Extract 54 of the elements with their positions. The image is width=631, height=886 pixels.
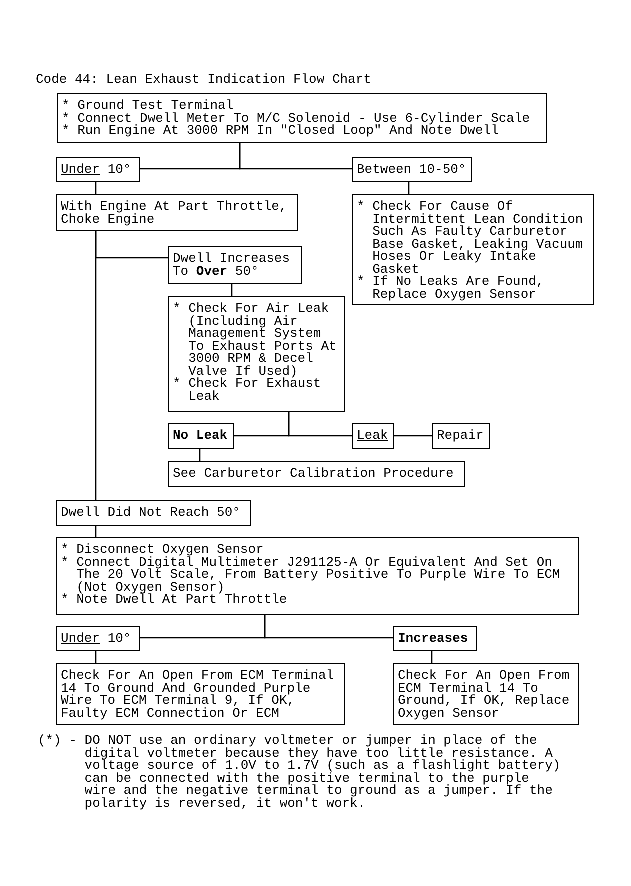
step-text: * Connect Dwell Meter To M/C Solenoid - Use 6-Cylinder Scale [62, 112, 532, 125]
step-text: Under 10° [61, 164, 132, 176]
result-box [56, 157, 140, 182]
step-text: No Leak [173, 430, 229, 442]
step-text: Check For An Open From ECM Terminal 14 To Ground, If OK, Replace Oxygen Sensor [398, 670, 571, 720]
step-box [56, 537, 579, 615]
connector-line [408, 182, 410, 194]
step-text: * Check For Exhaust Leak [173, 378, 322, 403]
step-text: * Run Engine At 3000 RPM In "Closed Loop" And Note Dwell [62, 125, 500, 138]
connector-line [95, 651, 97, 663]
chart-title: Code 44: Lean Exhaust Indication Flow Chart [36, 74, 372, 86]
result-box [168, 461, 465, 487]
connector-line [95, 231, 97, 500]
step-text: Increases [398, 633, 470, 646]
result-box [432, 423, 490, 449]
step-text: Under 10° [61, 633, 132, 646]
result-box [56, 663, 345, 725]
result-box [56, 194, 298, 231]
connector-line [431, 651, 433, 663]
step-text: Dwell Did Not Reach 50° [61, 507, 242, 520]
step-text: Between 10-50° [357, 164, 467, 176]
step-text: * Ground Test Terminal [62, 100, 235, 112]
result-box [168, 246, 302, 284]
connector-line [199, 449, 201, 461]
step-box [168, 296, 345, 412]
step-text: See Carburetor Calibration Procedure [173, 468, 455, 480]
result-box [56, 626, 140, 651]
connector-line [95, 526, 97, 537]
step-text: Leak [357, 430, 389, 442]
step-text: * Check For Air Leak (Including Air Management System To Exhaust Ports At 3000 RPM & Decel Valve If Used) [173, 303, 338, 378]
result-box [352, 157, 472, 182]
step-text: * Connect Digital Multimeter J291125-A Or Equivalent And Set On The 20 Volt Scale, From Battery Positive To Purple Wire To ECM (Not Oxygen Sensor) [61, 556, 562, 594]
step-text: * If No Leaks Are Found, Replace Oxygen Sensor [357, 276, 546, 301]
step-box [352, 194, 594, 305]
connector-line [394, 435, 432, 437]
result-box [393, 626, 477, 651]
connector-line [288, 412, 352, 437]
footnote-text: (*) - DO NOT use an ordinary voltmeter or jumper in place of the digital voltmeter because they have too little resistance. A voltage source of 1.0V to 1.7V (such as a flashlight battery) can be connected with the positive terminal to the purple wire and the negative terminal to ground as a jumper. If the polarity is reversed, it won't work. [38, 735, 562, 810]
result-box [168, 423, 234, 449]
result-box [352, 423, 394, 449]
step-text: Dwell Increases To Over 50° [173, 253, 292, 278]
step-text: With Engine At Part Throttle, Choke Engine [61, 201, 288, 226]
connector-line [264, 615, 393, 639]
connector-line [239, 143, 352, 170]
step-box [57, 93, 547, 143]
step-text: Repair [437, 430, 485, 442]
result-box [393, 663, 579, 725]
step-text: * Check For Cause Of Intermittent Lean Condition Such As Faulty Carburetor Base Gasket, Leaking Vacuum Hoses Or Leaky Intake Gasket [357, 201, 584, 276]
step-text: * Note Dwell At Part Throttle [61, 594, 288, 606]
connector-line [95, 182, 97, 194]
connector-line [231, 284, 233, 296]
result-box [56, 500, 251, 526]
step-text: Check For An Open From ECM Terminal 14 To Ground And Grounded Purple Wire To ECM Terminal 9, If OK, Faulty ECM Connection Or ECM [61, 670, 336, 720]
step-text: * Disconnect Oxygen Sensor [61, 544, 264, 556]
